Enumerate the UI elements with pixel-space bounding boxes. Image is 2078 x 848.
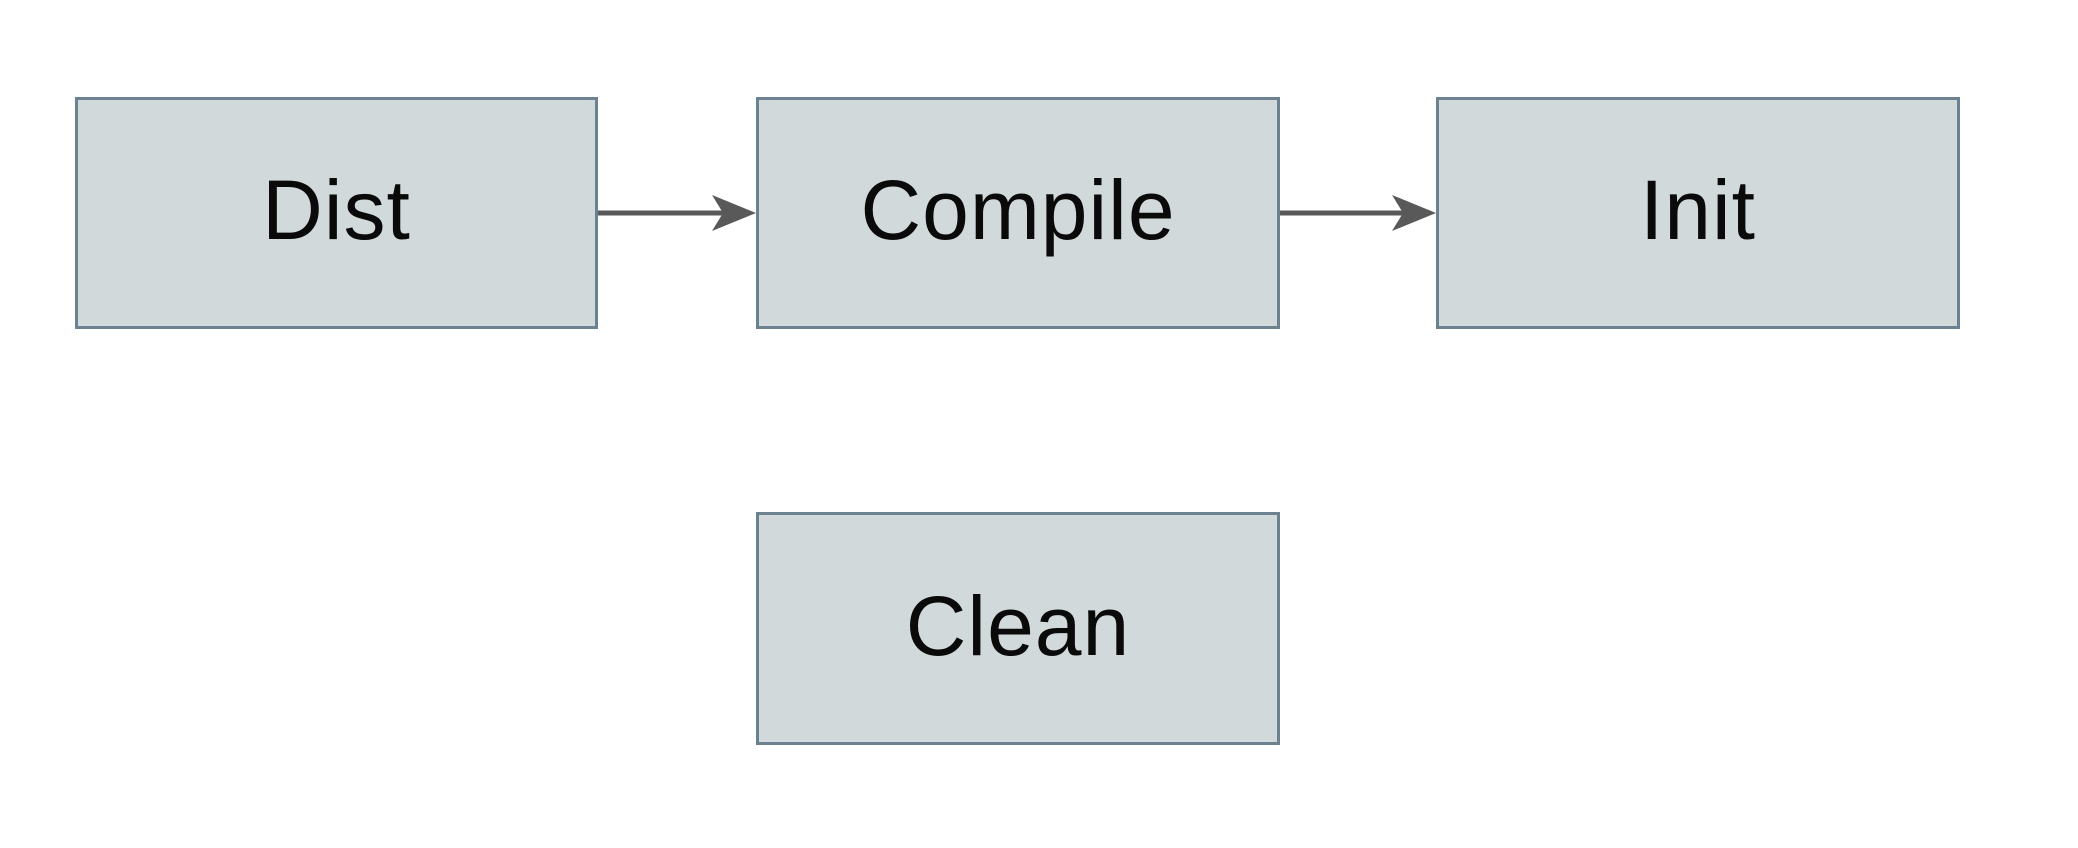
node-compile-label: Compile bbox=[860, 163, 1176, 257]
node-init: Init bbox=[1436, 97, 1960, 329]
arrow-dist-to-compile bbox=[598, 195, 756, 231]
node-dist: Dist bbox=[75, 97, 598, 329]
node-dist-label: Dist bbox=[262, 163, 411, 257]
node-clean-label: Clean bbox=[905, 578, 1131, 673]
arrow-compile-to-init bbox=[1280, 195, 1436, 231]
node-init-label: Init bbox=[1639, 163, 1757, 257]
node-clean: Clean bbox=[756, 512, 1280, 745]
node-compile: Compile bbox=[756, 97, 1280, 329]
